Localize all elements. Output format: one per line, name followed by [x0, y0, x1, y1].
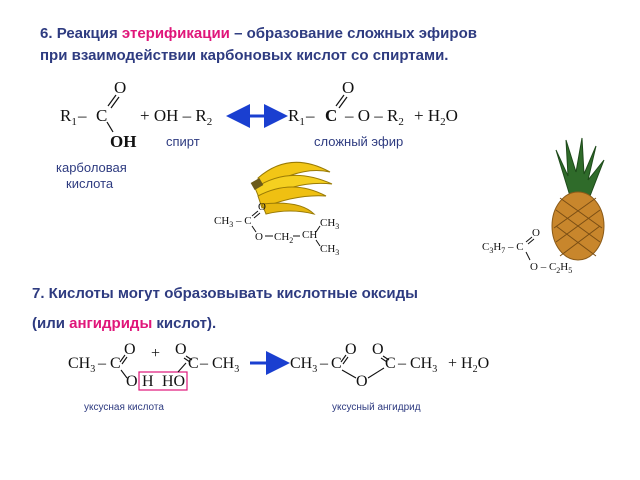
svg-text:CH3 – C: CH3 – C	[214, 215, 252, 229]
banana-ester-formula: CH3 – C O O CH2 CH CH3 CH3	[214, 201, 339, 257]
equation-2-labels: уксусная кислота уксусный ангидрид	[84, 402, 421, 413]
water-product-2: + H2O	[448, 355, 489, 375]
section-7-line1: 7. Кислоты могут образовывать кислотные …	[32, 285, 418, 302]
plus-sign: +	[151, 345, 160, 362]
acid2-oxygen: O	[175, 341, 187, 358]
acid1-ch3: CH3	[68, 355, 95, 375]
label-acid-line2: кислота	[66, 176, 114, 191]
svg-text:O – C2H5: O – C2H5	[530, 261, 572, 275]
acid1-h: H	[142, 373, 154, 390]
acid1-oxygen: O	[124, 341, 136, 358]
svg-text:O: O	[258, 201, 266, 213]
acid-oxygen-top: O	[114, 78, 126, 97]
acid-carbon: C	[96, 106, 107, 125]
svg-text:CH3: CH3	[320, 217, 339, 231]
svg-text:–: –	[305, 106, 315, 125]
esterification-highlight: этерификации	[121, 25, 230, 42]
anhydride-oxygen-right: O	[372, 341, 384, 358]
anhydride-highlight: ангидриды	[69, 315, 153, 332]
ester-r1: R1	[288, 106, 305, 128]
section-6-word: Реакция	[56, 25, 118, 42]
acid2-carbon: C	[188, 355, 199, 372]
svg-text:–: –	[97, 355, 107, 372]
acid1-carbon: C	[110, 355, 121, 372]
section-6-number: 6.	[40, 25, 53, 42]
section-6-rest: – образование сложных эфиров	[234, 25, 477, 42]
svg-text:CH3: CH3	[320, 243, 339, 257]
anhydride-carbon-right: C	[385, 355, 396, 372]
banana-image	[250, 161, 333, 215]
acid2-ho: HO	[162, 373, 185, 390]
anhydride-bridge-oxygen: O	[356, 373, 368, 390]
svg-text:CH: CH	[302, 229, 317, 241]
svg-text:–: –	[199, 355, 209, 372]
section-6-line2: при взаимодействии карбоновых кислот со …	[40, 47, 449, 64]
water-product: + H2O	[414, 106, 458, 128]
svg-text:CH2: CH2	[274, 231, 293, 245]
ester-o-r2: – O – R2	[344, 106, 404, 128]
alcohol-formula: + OH – R2	[140, 106, 212, 128]
section-7-open: (или	[32, 315, 70, 332]
anhydride-ch3-right: CH3	[410, 355, 437, 375]
pineapple-image	[551, 137, 605, 261]
svg-text:–: –	[319, 355, 329, 372]
anhydride-equation: CH3 – C O O + H HO O C – CH3 CH3 – C O O…	[68, 341, 489, 391]
svg-text:–: –	[397, 355, 407, 372]
svg-text:C3H7 – C: C3H7 – C	[482, 241, 524, 255]
ester-oxygen-top: O	[342, 78, 354, 97]
anhydride-ch3-left: CH3	[290, 355, 317, 375]
label-acetic-anhydride: уксусный ангидрид	[332, 402, 421, 413]
svg-text:O: O	[255, 231, 263, 243]
acid-oh: OH	[110, 132, 136, 151]
svg-text:O: O	[532, 227, 540, 239]
section-6-heading: 6. Реакция этерификации – образование сл…	[40, 23, 620, 67]
svg-text:–: –	[77, 106, 87, 125]
label-acid-line1: карболовая	[56, 160, 127, 175]
label-alcohol: спирт	[166, 134, 200, 149]
equation-1-labels: спирт сложный эфир карболовая кислота	[56, 134, 403, 191]
ester-carbon: C	[325, 106, 337, 125]
water-removal-box	[138, 371, 188, 391]
label-ester: сложный эфир	[314, 134, 403, 149]
label-acetic-acid: уксусная кислота	[84, 402, 164, 413]
section-7-heading: 7. Кислоты могут образовывать кислотные …	[32, 279, 632, 339]
acid1-hydroxyl-o: O	[126, 373, 138, 390]
acid-r1: R1	[60, 106, 77, 128]
esterification-equation: R1 – C O OH + OH – R2 R1 – C O – O – R2 …	[60, 78, 458, 151]
pineapple-ester-formula: C3H7 – C O O – C2H5	[482, 227, 572, 275]
anhydride-oxygen-left: O	[345, 341, 357, 358]
anhydride-carbon-left: C	[331, 355, 342, 372]
acid2-ch3: CH3	[212, 355, 239, 375]
section-7-close: кислот).	[152, 315, 217, 332]
